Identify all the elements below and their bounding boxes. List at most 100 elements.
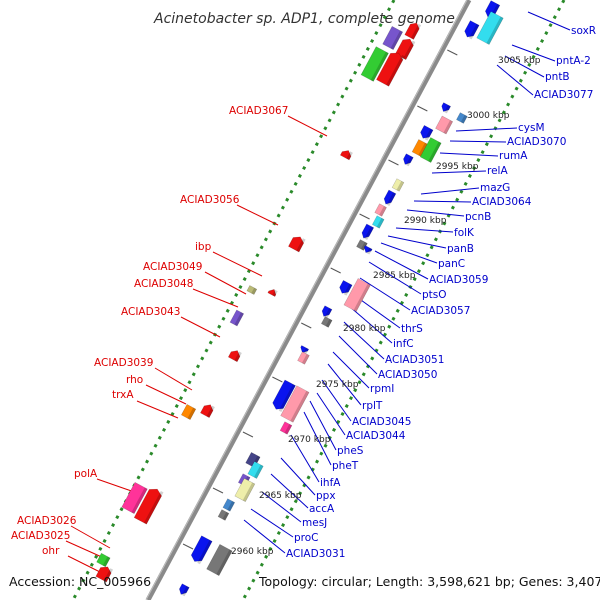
- gene-label[interactable]: ihfA: [320, 477, 341, 489]
- leader-line: [413, 200, 472, 203]
- gene-right: [297, 351, 310, 365]
- gene-right: [222, 498, 236, 512]
- tick-mark: [301, 322, 312, 329]
- gene-left: [96, 552, 111, 568]
- gene-label[interactable]: ACIAD3049: [143, 261, 202, 273]
- gene-label[interactable]: mazG: [480, 182, 510, 194]
- gene-label[interactable]: pntB: [545, 71, 570, 83]
- leader-line: [511, 44, 556, 62]
- leader-line: [70, 525, 111, 549]
- tick-label: 3005 kbp: [498, 56, 541, 66]
- gene-right: [190, 535, 213, 565]
- gene-label[interactable]: ACIAD3070: [507, 136, 566, 148]
- leader-line: [154, 367, 193, 391]
- gene-label[interactable]: ACIAD3077: [534, 89, 593, 101]
- tick-mark: [359, 213, 370, 220]
- gene-right: [411, 139, 428, 157]
- gene-label[interactable]: ACIAD3059: [429, 274, 488, 286]
- gene-label[interactable]: thrS: [401, 323, 423, 335]
- gene-label[interactable]: ACIAD3051: [385, 354, 444, 366]
- gene-label[interactable]: pheS: [337, 445, 364, 457]
- leader-line: [136, 400, 179, 419]
- leader-line: [338, 335, 378, 375]
- gene-label[interactable]: ACIAD3050: [378, 369, 437, 381]
- gene-left: [404, 22, 422, 40]
- gene-right: [403, 153, 414, 167]
- gene-label[interactable]: ptsO: [422, 289, 447, 301]
- gene-right: [374, 203, 387, 217]
- gene-label[interactable]: pcnB: [465, 211, 491, 223]
- gene-label[interactable]: ACIAD3045: [352, 416, 411, 428]
- scale-tick-labels: 3005 kbp 3000 kbp 2995 kbp 2990 kbp 2985…: [231, 56, 541, 557]
- gene-label[interactable]: ACIAD3057: [411, 305, 470, 317]
- gene-label[interactable]: rplT: [362, 400, 383, 412]
- gene-label[interactable]: pheT: [332, 460, 359, 472]
- gene-right: [441, 102, 451, 114]
- gene-label[interactable]: ACIAD3067: [229, 105, 288, 117]
- tick-label: 2995 kbp: [436, 162, 479, 172]
- leader-line: [496, 64, 534, 96]
- gene-label[interactable]: ppx: [316, 490, 336, 502]
- gene-label[interactable]: ohr: [42, 545, 60, 557]
- gene-label[interactable]: rho: [126, 374, 143, 386]
- gene-label[interactable]: soxR: [571, 25, 596, 37]
- leader-line: [374, 250, 429, 280]
- gene-label[interactable]: trxA: [112, 389, 134, 401]
- gene-right: [217, 509, 230, 521]
- gene-label[interactable]: proC: [294, 532, 319, 544]
- leader-line: [431, 170, 487, 174]
- gene-label[interactable]: ACIAD3026: [17, 515, 77, 527]
- gene-label[interactable]: ACIAD3025: [11, 530, 70, 542]
- leader-line: [212, 251, 263, 277]
- gene-label[interactable]: ACIAD3056: [180, 194, 240, 206]
- gene-label[interactable]: infC: [393, 338, 414, 350]
- gene-left: [376, 52, 405, 87]
- leader-line: [380, 242, 438, 264]
- gene-label[interactable]: rpmI: [370, 383, 394, 395]
- gene-label[interactable]: polA: [74, 468, 98, 480]
- leader-line: [327, 363, 362, 406]
- gene-label[interactable]: ACIAD3039: [94, 357, 153, 369]
- gene-left: [288, 236, 306, 253]
- gene-label[interactable]: pntA-2: [556, 55, 591, 67]
- leader-line: [287, 115, 328, 137]
- gene-label[interactable]: rumA: [499, 150, 528, 162]
- leader-line: [67, 555, 101, 573]
- gene-label[interactable]: ibp: [195, 241, 212, 253]
- gene-label[interactable]: panC: [438, 258, 465, 270]
- leader-line: [204, 271, 247, 295]
- genome-backbone-highlight: [145, 0, 468, 600]
- label-leader-lines: [65, 11, 571, 573]
- leader-line: [280, 457, 316, 496]
- gene-right: [372, 215, 385, 229]
- gene-label[interactable]: folK: [454, 227, 475, 239]
- gene-label[interactable]: mesJ: [302, 517, 327, 529]
- gene-right: [272, 379, 296, 413]
- gene-label[interactable]: cysM: [518, 122, 545, 134]
- leader-line: [395, 227, 454, 233]
- gene-label[interactable]: ACIAD3044: [346, 430, 406, 442]
- leader-line: [192, 288, 239, 308]
- gene-label[interactable]: ACIAD3043: [121, 306, 180, 318]
- leader-line: [455, 127, 518, 132]
- tick-label: 2985 kbp: [373, 271, 416, 281]
- tick-mark: [388, 159, 399, 166]
- tick-label: 2990 kbp: [404, 216, 447, 226]
- gene-label[interactable]: ACIAD3031: [286, 548, 345, 560]
- gene-label[interactable]: ACIAD3048: [134, 278, 193, 290]
- gene-right: [206, 544, 233, 576]
- map-title: Acinetobacter sp. ADP1, complete genome: [153, 11, 455, 27]
- gene-right: [234, 478, 256, 502]
- leader-line: [145, 384, 187, 405]
- gene-left: [121, 482, 148, 514]
- leader-line: [332, 351, 370, 389]
- gene-label[interactable]: ACIAD3064: [472, 196, 532, 208]
- gene-left: [200, 404, 215, 418]
- leader-line: [236, 204, 279, 226]
- gene-label[interactable]: relA: [487, 165, 508, 177]
- gene-label[interactable]: panB: [447, 243, 474, 255]
- gene-label[interactable]: accA: [309, 503, 335, 515]
- tick-mark: [272, 376, 283, 383]
